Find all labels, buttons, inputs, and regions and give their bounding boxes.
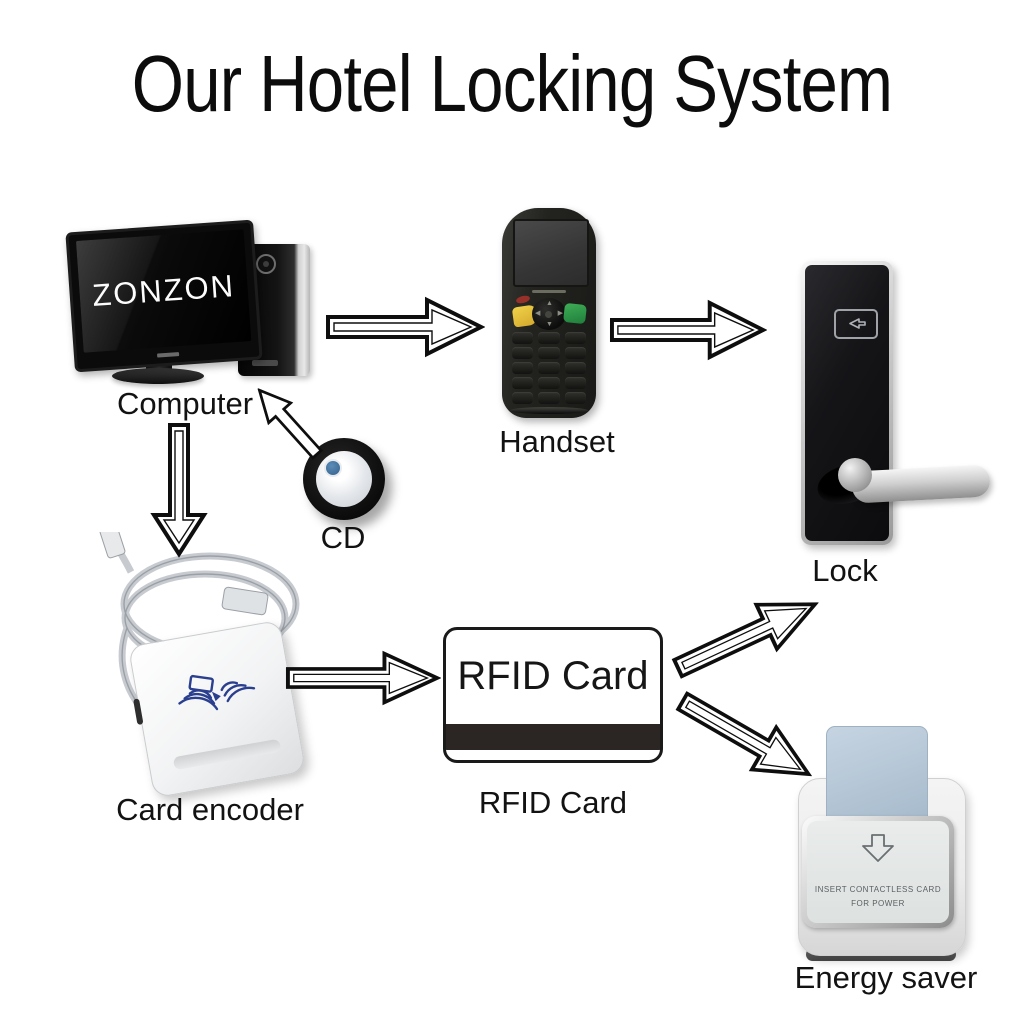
door-lock (801, 261, 893, 545)
energy-saver-instructions: INSERT CONTACTLESS CARD FOR POWER (814, 885, 942, 908)
handset-base (510, 407, 588, 414)
lock-label: Lock (812, 553, 878, 588)
arrow-cd-to-computer (245, 377, 330, 467)
handset-label: Handset (499, 424, 615, 459)
computer-label: Computer (116, 386, 254, 421)
monitor-screen: ZONZON (75, 229, 252, 353)
energy-saver-slot-rim: INSERT CONTACTLESS CARD FOR POWER (802, 816, 954, 928)
lock-handle (851, 464, 991, 504)
cd-label: CD (320, 520, 366, 555)
magnetic-stripe (446, 724, 660, 750)
monitor-brand-text: ZONZON (91, 268, 237, 313)
computer-monitor: ZONZON (65, 219, 263, 373)
inserted-key-card (826, 726, 928, 830)
arrow-rfid-to-lock (664, 577, 831, 695)
rfid-card-text: RFID Card (457, 654, 649, 698)
handset-ok-key (563, 302, 587, 325)
handset-brand-mark (532, 290, 566, 293)
arrow-computer-to-encoder (150, 423, 208, 558)
rfid-card: RFID Card (443, 627, 663, 763)
arrow-rfid-to-energy-saver (666, 676, 826, 800)
encoder-card-slot (172, 738, 282, 771)
handset-screen (513, 219, 589, 287)
card-reader-icon (834, 309, 878, 339)
card-encoder-device (127, 619, 307, 799)
tower-logo (252, 360, 278, 366)
card-encoder-label: Card encoder (116, 792, 304, 827)
rfid-card-label: RFID Card (478, 785, 628, 820)
handset-keypad (512, 332, 586, 404)
insert-down-arrow-icon (860, 833, 896, 863)
energy-saver-label: Energy saver (794, 960, 978, 995)
arrow-handset-to-lock (609, 299, 767, 361)
cd-disc-icon (303, 438, 385, 520)
cd-disc-surface (316, 451, 372, 507)
power-button-icon (256, 254, 276, 274)
handset-power-key-icon (515, 294, 531, 305)
lock-handle-hub (838, 458, 872, 492)
rfid-wave-logo-icon (168, 660, 265, 732)
handset-dpad: ▲▼◀▶ (532, 298, 566, 330)
handset-device: ▲▼◀▶ (502, 208, 596, 418)
arrow-encoder-to-rfid (285, 650, 441, 706)
page-title: Our Hotel Locking System (131, 39, 893, 128)
energy-saver-plate: INSERT CONTACTLESS CARD FOR POWER (807, 821, 949, 923)
cd-hub (324, 459, 342, 477)
monitor-stand-base (112, 368, 204, 384)
arrow-computer-to-handset (325, 296, 485, 358)
